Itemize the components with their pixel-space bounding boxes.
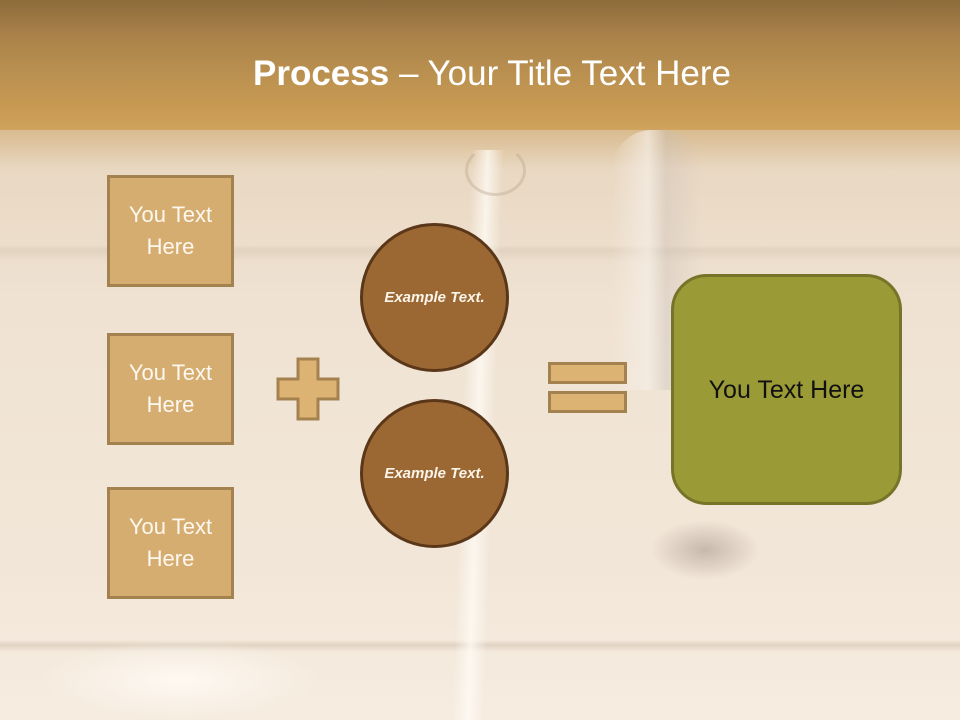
result-box[interactable]: You Text Here [671, 274, 902, 505]
example-circle-1[interactable]: Example Text. [360, 223, 509, 372]
title-rest: – Your Title Text Here [389, 54, 731, 93]
input-box-label: You Text Here [128, 514, 213, 571]
background-spout [465, 145, 526, 196]
circle-label: Example Text. [384, 465, 485, 482]
input-box-label: You Text Here [128, 360, 213, 417]
example-circle-2[interactable]: Example Text. [360, 399, 509, 548]
input-box-label: You Text Here [128, 202, 213, 259]
slide-title: Process – Your Title Text Here [0, 48, 960, 100]
title-banner [0, 0, 960, 130]
input-box-1[interactable]: You Text Here [107, 175, 234, 287]
result-label: You Text Here [708, 375, 865, 404]
title-bold: Process [253, 54, 390, 93]
equals-icon-top-bar [548, 362, 627, 384]
equals-icon-bottom-bar [548, 391, 627, 413]
input-box-3[interactable]: You Text Here [107, 487, 234, 599]
background-shadow [650, 520, 760, 580]
input-box-2[interactable]: You Text Here [107, 333, 234, 445]
plus-icon [276, 357, 340, 421]
circle-label: Example Text. [384, 289, 485, 306]
